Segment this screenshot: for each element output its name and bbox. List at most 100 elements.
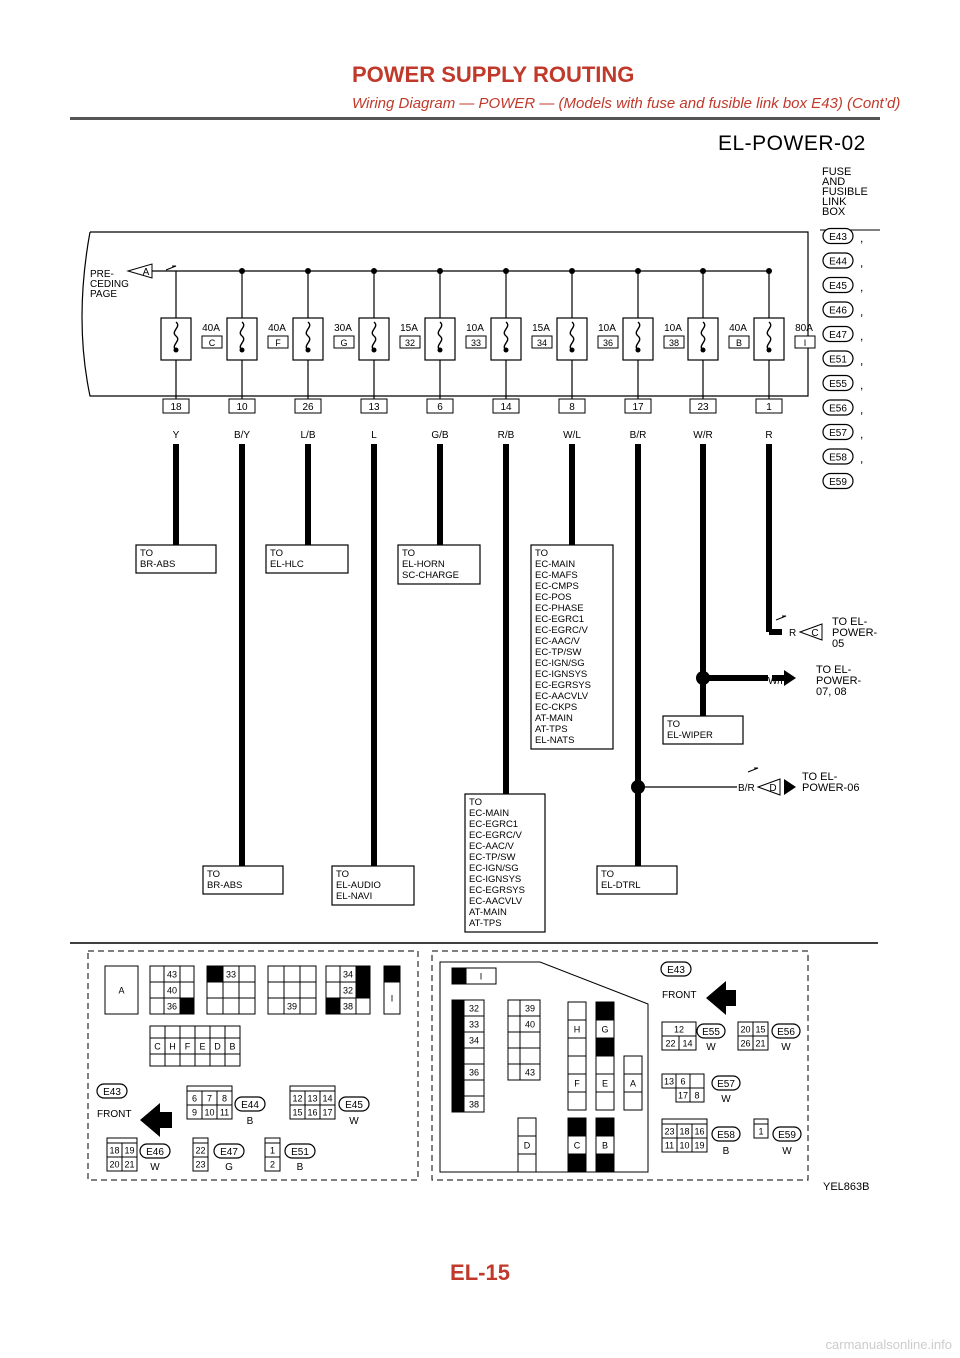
preceding-page-text: CEDING <box>90 279 129 290</box>
legend-e46-label: E46 <box>146 1147 164 1158</box>
terminal-tab <box>755 398 783 414</box>
offpage-text-d: TO EL- <box>802 771 838 783</box>
legend-e58 <box>711 1126 741 1142</box>
fuse-id-box <box>399 335 421 349</box>
fuse-id-6: 36 <box>603 338 613 348</box>
terminal-tab <box>689 398 717 414</box>
terminal-number-7: 17 <box>632 402 644 413</box>
rfuse-slot <box>519 1047 541 1065</box>
fuse-id-box <box>333 335 355 349</box>
offpage-text-wr: 07, 08 <box>816 686 847 698</box>
destination-text-0: BR-ABS <box>140 559 175 570</box>
fuse-rating-1: 40A <box>268 323 286 334</box>
fuse-slot <box>283 965 301 983</box>
destination-text-7: TO <box>336 869 349 880</box>
fuse-slot <box>164 1053 181 1067</box>
conn-e44-pin-label: 11 <box>220 1108 229 1118</box>
destination-text-5: EC-EGRC/V <box>469 830 522 841</box>
connector-oval-e51-label: E51 <box>829 355 847 366</box>
rfuse-slot <box>519 1031 541 1049</box>
fuse-symbol <box>173 321 179 351</box>
connector-oval-e47 <box>822 325 854 343</box>
fuse-slot-label: 39 <box>287 1002 297 1012</box>
conn-e57-pin-label: 8 <box>694 1091 699 1101</box>
destination-text-3: EC-IGN/SG <box>535 658 585 669</box>
fuse-slot-e-label: E <box>199 1042 205 1052</box>
rfuse-slot-label: 38 <box>469 1100 479 1110</box>
conn-e46-pin-label: 21 <box>124 1160 134 1170</box>
fuse-slot-a-label: A <box>118 986 124 996</box>
connector-comma: , <box>860 427 863 441</box>
fuse-rating-0: 40A <box>202 323 220 334</box>
ref-letter-a: A <box>143 267 150 278</box>
fuse-slot-label: 40 <box>167 986 177 996</box>
conn-e58-pin-label: 19 <box>694 1141 704 1151</box>
conn-e56-pin-label: 20 <box>740 1025 750 1035</box>
connector-oval-e51 <box>822 350 854 367</box>
fuse-slot <box>238 981 256 999</box>
fuse-id-box <box>597 335 619 349</box>
rfuse-big <box>595 1117 615 1137</box>
fuse-slot-label: 34 <box>343 970 353 980</box>
fuse-terminal-dot <box>371 347 377 353</box>
offpage-text-d: POWER-06 <box>802 782 859 794</box>
destination-text-5: EC-AAC/V <box>469 841 515 852</box>
fuse-slot <box>267 965 285 983</box>
fuse-slot <box>355 981 371 999</box>
conn-e46-tab <box>106 1137 138 1144</box>
fuse-symbol <box>305 321 311 351</box>
fuse-terminal-dot <box>239 347 245 353</box>
destination-text-5: TO <box>469 797 482 808</box>
fuse-slot <box>194 1025 211 1039</box>
connector-comma: , <box>860 280 863 294</box>
rfuse-slot <box>451 999 465 1017</box>
destination-text-3: EC-POS <box>535 592 571 603</box>
fuse-slot <box>299 965 317 983</box>
rfuse-big <box>517 1117 537 1137</box>
fuse-terminal-dot <box>700 347 706 353</box>
offpage-flag-d <box>747 767 759 773</box>
conn-e51-pin-label: 2 <box>270 1160 275 1170</box>
legend-e45-color: W <box>349 1116 359 1127</box>
fuse-body <box>358 317 390 361</box>
destination-text-3: EC-IGNSYS <box>535 669 587 680</box>
terminal-tab <box>228 398 256 414</box>
destination-text-3: EC-MAFS <box>535 570 578 581</box>
offpage-letter-d: D <box>769 783 776 794</box>
destination-text-4: TO <box>667 719 680 730</box>
conn-e46-pin-label: 20 <box>109 1160 119 1170</box>
rfuse-slot <box>451 1079 465 1097</box>
conn-e56-pin-label: 15 <box>755 1025 765 1035</box>
legend-left-front: FRONT <box>97 1109 131 1120</box>
terminal-number-4: 6 <box>437 402 443 413</box>
rfuse-slot <box>519 1063 541 1081</box>
fuse-slot <box>355 965 371 983</box>
destination-text-3: EC-EGRSYS <box>535 680 591 691</box>
wire-color-9: R <box>765 430 772 441</box>
legend-right-front: FRONT <box>662 990 696 1001</box>
conn-e58-pin-label: 10 <box>679 1141 689 1151</box>
conn-e51-pin <box>264 1156 281 1172</box>
connector-comma: , <box>860 452 863 466</box>
connector-oval-e57-label: E57 <box>829 428 847 439</box>
legend-e59-label: E59 <box>778 1130 796 1141</box>
rfuse-slot <box>451 1063 465 1081</box>
fuse-slot <box>149 1053 166 1067</box>
rfuse-big <box>567 1055 587 1075</box>
rfuse-slot-label: 34 <box>469 1036 479 1046</box>
legend-right-panel <box>431 950 809 1181</box>
terminal-tab <box>558 398 586 414</box>
rfuse-big <box>517 1153 537 1173</box>
conn-e46-pin-label: 19 <box>124 1146 134 1156</box>
destination-box <box>331 865 415 906</box>
legend-e45 <box>338 1096 370 1112</box>
conn-e45-pin-label: 13 <box>307 1094 317 1104</box>
wire-color-2: L/B <box>300 430 315 441</box>
destination-box <box>265 544 349 574</box>
destination-box <box>135 544 217 574</box>
legend-e46 <box>139 1143 171 1159</box>
terminal-number-3: 13 <box>368 402 380 413</box>
connector-oval-e58-label: E58 <box>829 453 847 464</box>
fuse-slot <box>299 997 317 1015</box>
offpage-triangle-c <box>798 623 823 641</box>
